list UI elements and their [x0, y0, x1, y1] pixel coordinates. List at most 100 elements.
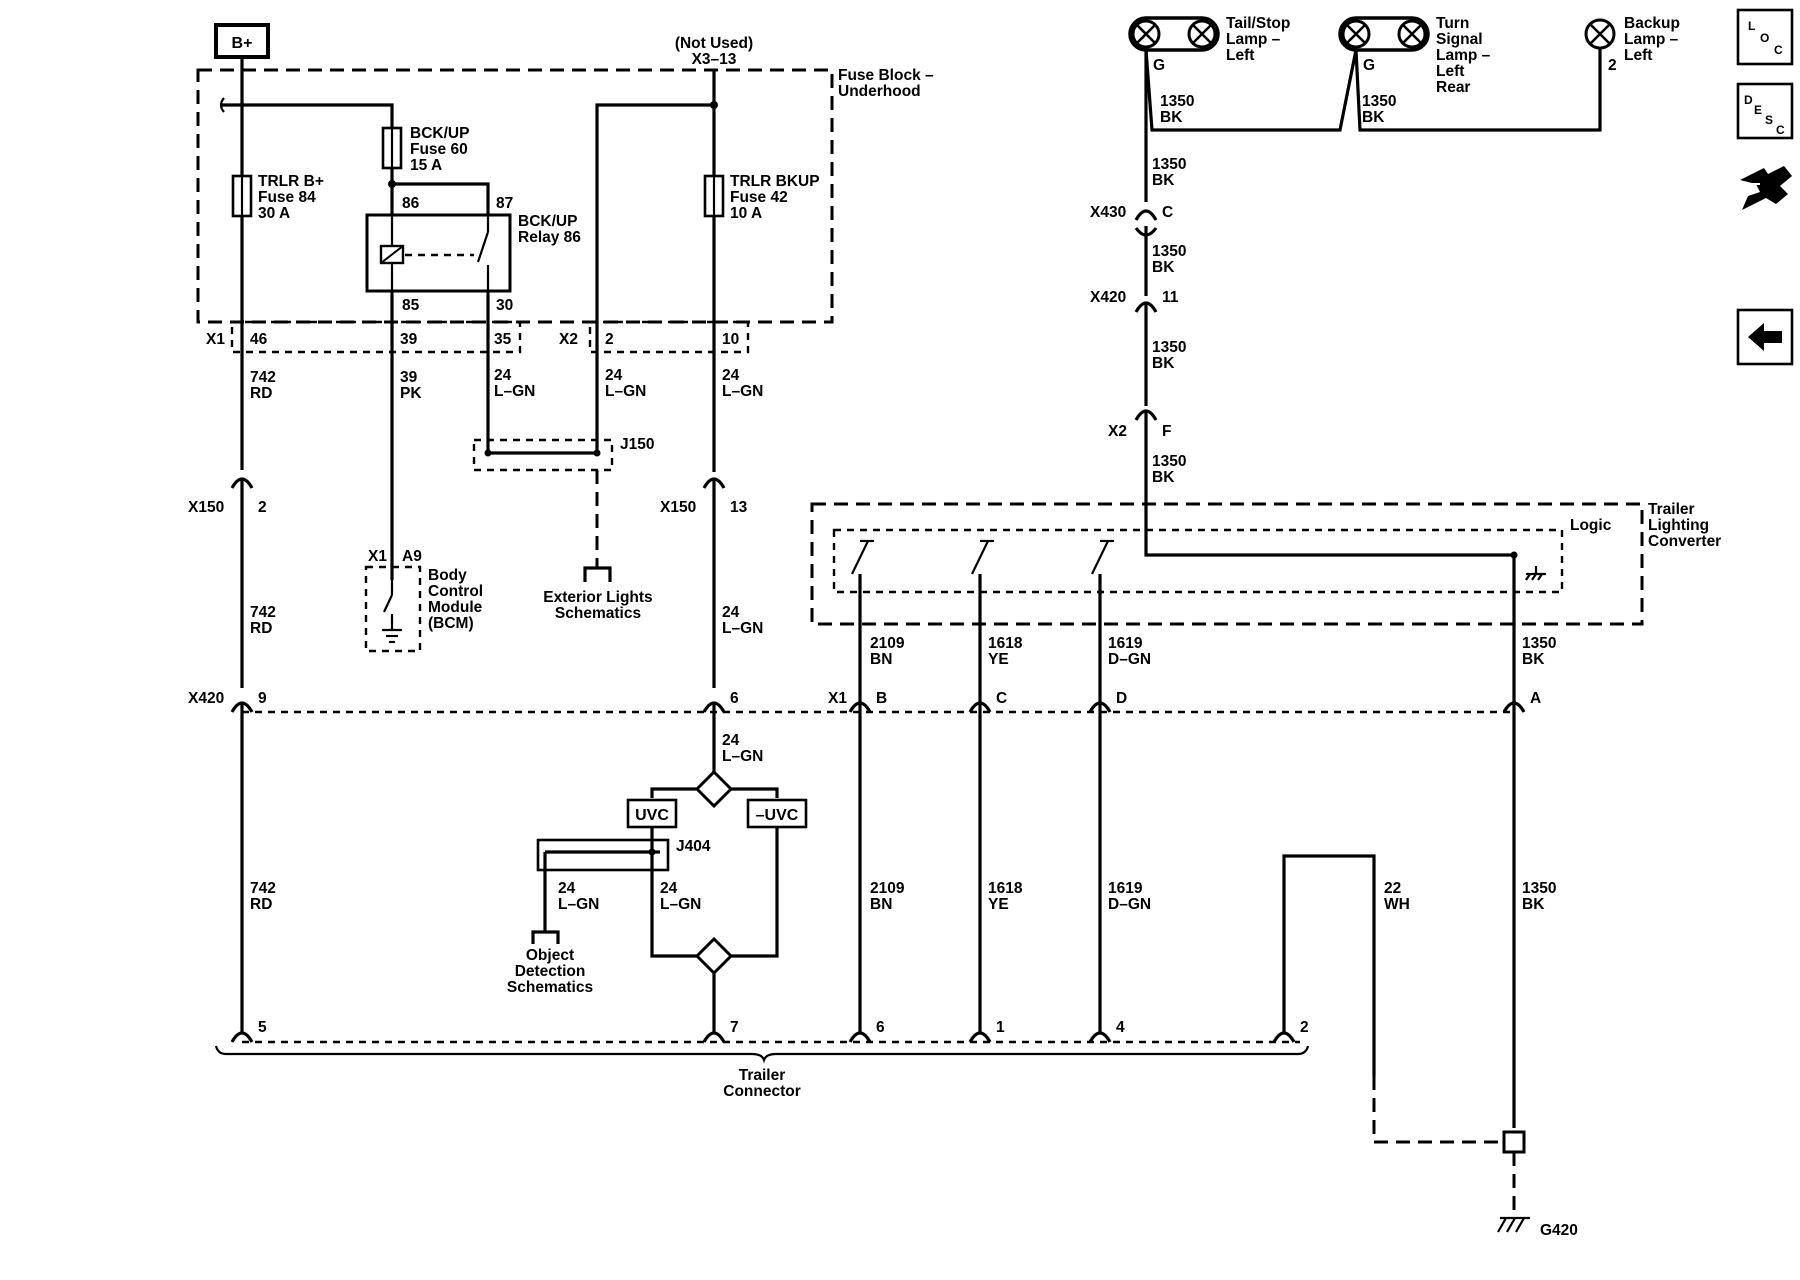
wire-bk-label-7: BK — [1522, 651, 1545, 668]
bplus-label: B+ — [232, 35, 253, 52]
wire-dgn-label-1: D–GN — [1108, 651, 1151, 668]
fuse-60-number: Fuse 60 — [410, 141, 468, 158]
wire-742-label-3: 742 — [250, 880, 276, 897]
x420-11-connector — [1134, 301, 1158, 313]
wire-1619-label-1: 1619 — [1108, 635, 1143, 652]
wire-bk-label-8: BK — [1522, 896, 1545, 913]
relay-86-name: BCK/UP — [518, 213, 577, 230]
x420-pin-11: 11 — [1162, 289, 1179, 306]
bplus-source: B+ — [214, 23, 270, 59]
uvc-box — [626, 798, 678, 829]
trailer-pin-2: 2 — [1300, 1019, 1309, 1036]
object-detection-label-1: Object — [526, 947, 574, 964]
x2-f-connector — [1134, 409, 1158, 421]
relay-pin-87: 87 — [496, 195, 513, 212]
fuse-60-rating: 15 A — [410, 157, 442, 174]
wire-rd-label: RD — [250, 385, 272, 402]
wire-fuse42-bus — [595, 103, 714, 453]
fuse-block-underhood — [196, 68, 834, 324]
tail-stop-g-pin: G — [1153, 57, 1165, 74]
trailer-pin-4: 4 — [1116, 1019, 1125, 1036]
wire-lgn-label-f: L–GN — [558, 896, 599, 913]
backup-label-3: Left — [1624, 47, 1652, 64]
x430-connector — [1134, 209, 1158, 221]
svg-text:O: O — [1760, 31, 1769, 45]
wire-742-label-2: 742 — [250, 604, 276, 621]
wire-24-label-g: 24 — [660, 880, 678, 897]
svg-text:C: C — [1774, 43, 1783, 57]
g420-label: G420 — [1540, 1222, 1578, 1239]
back-arrow-icon[interactable] — [1736, 308, 1794, 366]
relay-86 — [365, 213, 512, 293]
loc-icon[interactable]: L O C — [1736, 8, 1794, 66]
object-detection-label-2: Detection — [515, 963, 586, 980]
x1-pin-a: A — [1530, 690, 1541, 707]
turn-label-5: Rear — [1436, 79, 1470, 96]
j150-splice — [472, 438, 614, 472]
wire-lgn-label-c: L–GN — [722, 383, 763, 400]
wire-24-label-e: 24 — [722, 732, 740, 749]
wire-2109-label-1: 2109 — [870, 635, 905, 652]
not-used-label: (Not Used) — [675, 35, 753, 52]
relay-pin-30: 30 — [496, 297, 513, 314]
fuse-84-number: Fuse 84 — [258, 189, 316, 206]
wire-1350-to-converter — [1144, 412, 1516, 702]
svg-text:L: L — [1748, 19, 1755, 33]
trailer-connector-label-1: Trailer — [739, 1067, 786, 1084]
wire-bk-label-4: BK — [1152, 259, 1175, 276]
fuse-42-number: Fuse 42 — [730, 189, 788, 206]
x150-label-right: X150 — [660, 499, 696, 516]
fuse-60-name: BCK/UP — [410, 125, 469, 142]
fuse-84-name: TRLR B+ — [258, 173, 324, 190]
x1-tlc-connector — [848, 701, 1526, 713]
wire-ye-label-2: YE — [988, 896, 1009, 913]
x150-connector — [230, 477, 726, 489]
wire-22-wh-dashed — [1372, 1076, 1504, 1144]
exterior-lights-label-2: Schematics — [555, 605, 641, 622]
g420-ground-icon — [1497, 1216, 1530, 1233]
x420-pin-6: 6 — [730, 690, 739, 707]
svg-text:C: C — [1776, 123, 1785, 137]
j404-splice — [536, 838, 670, 872]
x430-label: X430 — [1090, 204, 1126, 221]
x2-label: X2 — [559, 331, 578, 348]
backup-label-1: Backup — [1624, 15, 1680, 32]
bcm-label-1: Body — [428, 567, 467, 584]
converter-ground-icon — [1525, 566, 1546, 581]
svg-text:E: E — [1754, 103, 1762, 117]
tail-stop-label-1: Tail/Stop — [1226, 15, 1290, 32]
bcm-label-2: Control — [428, 583, 483, 600]
wire-1350-label-2: 1350 — [1362, 93, 1396, 110]
wire-bk-label-2: BK — [1362, 109, 1385, 126]
fuse-42-name: TRLR BKUP — [730, 173, 820, 190]
x1-pin-b: B — [876, 690, 887, 707]
backup-pin-2: 2 — [1608, 57, 1617, 74]
wire-1619-label-2: 1619 — [1108, 880, 1143, 897]
wire-1350-label-3: 1350 — [1152, 156, 1186, 173]
fuse-block-title-1: Fuse Block – — [838, 67, 934, 84]
logic-label: Logic — [1570, 517, 1612, 534]
object-detection-label-3: Schematics — [507, 979, 593, 996]
trailer-pin-7: 7 — [730, 1019, 739, 1036]
wire-lgn-label-e: L–GN — [722, 748, 763, 765]
wire-bk-label-1: BK — [1160, 109, 1183, 126]
wire-742-label: 742 — [250, 369, 276, 386]
wire-bk-label-6: BK — [1152, 469, 1175, 486]
svg-text:S: S — [1765, 113, 1773, 127]
wire-bplus-bus — [220, 103, 394, 128]
neg-uvc-label: –UVC — [756, 807, 799, 824]
desc-icon[interactable]: D E S C — [1736, 82, 1794, 140]
wire-lgn-label-b: L–GN — [605, 383, 646, 400]
wire-bk-label-3: BK — [1152, 172, 1175, 189]
connector-view-icon[interactable] — [1740, 166, 1792, 210]
x1-pin-35: 35 — [494, 331, 512, 348]
x1-label: X1 — [206, 331, 225, 348]
wire-rd-label-3: RD — [250, 896, 272, 913]
fuse-block-title-2: Underhood — [838, 83, 921, 100]
x2-pin-10: 10 — [722, 331, 739, 348]
trailer-pin-1: 1 — [996, 1019, 1005, 1036]
wire-fuse60-relay — [390, 168, 490, 218]
logic-module — [832, 528, 1564, 594]
x420-connector — [230, 701, 726, 713]
